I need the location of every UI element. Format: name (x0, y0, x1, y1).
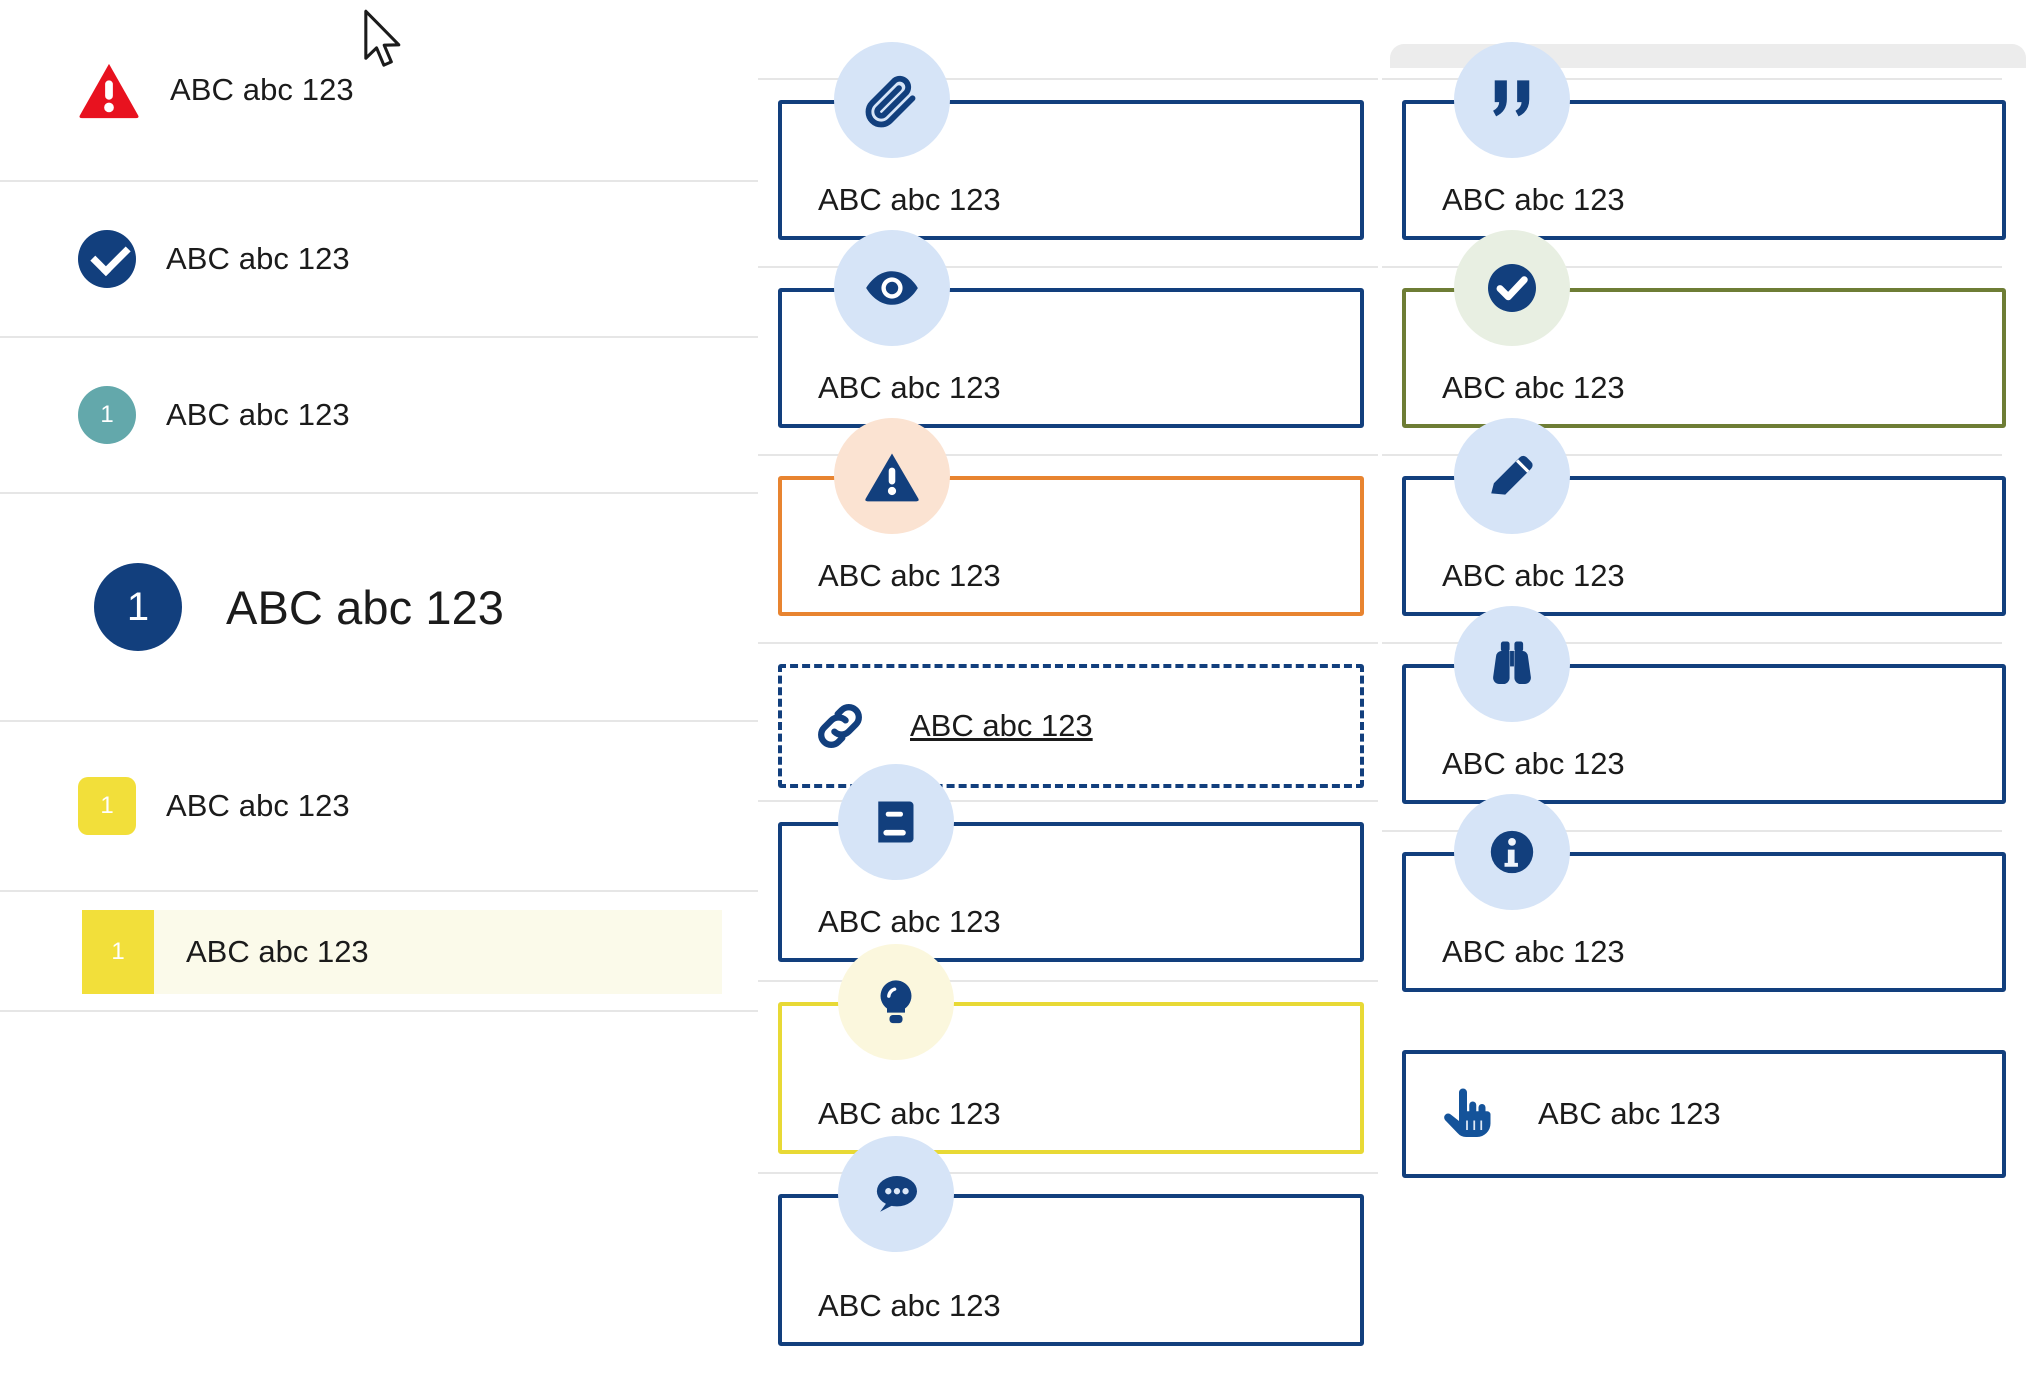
book-icon-badge (838, 764, 954, 880)
warning-triangle-icon (865, 453, 919, 502)
number-badge-circle: 1 (78, 386, 136, 444)
divider (758, 642, 1378, 644)
card-label: ABC abc 123 (1442, 558, 1625, 593)
sidebar-item-label: ABC abc 123 (166, 788, 350, 823)
sidebar-item-label: ABC abc 123 (226, 580, 505, 634)
check-circle-icon (78, 230, 136, 288)
divider (1382, 266, 2002, 268)
quote-marks-icon (1493, 80, 1530, 117)
warning-triangle-icon (79, 63, 139, 119)
card-label: ABC abc 123 (818, 1096, 1001, 1131)
number-badge-square: 1 (78, 777, 136, 835)
eye-icon (866, 271, 918, 305)
number-badge-circle: 1 (94, 563, 182, 651)
divider (758, 980, 1378, 982)
card-label: ABC abc 123 (818, 182, 1001, 217)
divider (1382, 454, 2002, 456)
card-label: ABC abc 123 (818, 370, 1001, 405)
paperclip-icon (865, 75, 916, 128)
number-badge-square: 1 (82, 910, 154, 994)
card-label: ABC abc 123 (818, 1288, 1001, 1323)
lightbulb-icon-badge (838, 944, 954, 1060)
pencil-icon-badge (1454, 418, 1570, 534)
paperclip-icon-badge (834, 42, 950, 158)
divider (758, 800, 1378, 802)
sidebar-item-step-teal[interactable]: 1 ABC abc 123 (0, 338, 758, 494)
sidebar-item-alert-error[interactable]: ABC abc 123 (0, 0, 758, 182)
check-circle-icon-badge (1454, 230, 1570, 346)
card-link[interactable]: ABC abc 123 (778, 664, 1364, 788)
binoculars-icon-badge (1454, 606, 1570, 722)
highlight-background (82, 910, 722, 994)
divider (758, 266, 1378, 268)
divider (758, 1172, 1378, 1174)
book-icon (878, 801, 914, 843)
card-action-inner: ABC abc 123 (1406, 1054, 2002, 1174)
speech-bubble-icon-badge (838, 1136, 954, 1252)
card-label: ABC abc 123 (1538, 1096, 1721, 1131)
binoculars-icon (1493, 641, 1531, 685)
sidebar-item-alert-success[interactable]: ABC abc 123 (0, 182, 758, 338)
info-circle-icon-badge (1454, 794, 1570, 910)
pencil-icon (1491, 455, 1533, 495)
card-label: ABC abc 123 (1442, 934, 1625, 969)
divider (758, 454, 1378, 456)
sidebar-item-label: ABC abc 123 (166, 241, 350, 276)
card-label: ABC abc 123 (1442, 182, 1625, 217)
divider (758, 78, 1378, 80)
card-link-inner: ABC abc 123 (782, 668, 1360, 784)
eye-icon-badge (834, 230, 950, 346)
divider (1382, 642, 2002, 644)
hand-pointer-icon (1444, 1088, 1491, 1137)
card-label: ABC abc 123 (1442, 746, 1625, 781)
sidebar-item-label: ABC abc 123 (166, 397, 350, 432)
warning-triangle-icon-badge (834, 418, 950, 534)
lightbulb-icon (880, 980, 912, 1024)
sidebar-item-label: ABC abc 123 (170, 72, 354, 107)
sidebar: ABC abc 123 ABC abc 123 1 ABC abc 123 1 … (0, 0, 758, 1392)
card-action[interactable]: ABC abc 123 (1402, 1050, 2006, 1178)
card-label: ABC abc 123 (818, 558, 1001, 593)
card-label: ABC abc 123 (818, 904, 1001, 939)
sidebar-item-label: ABC abc 123 (186, 934, 369, 969)
sidebar-item-step-yellow[interactable]: 1 ABC abc 123 (0, 722, 758, 892)
speech-bubble-icon (876, 1176, 917, 1212)
link-chain-icon (818, 704, 862, 748)
sidebar-item-step-highlighted[interactable]: 1 ABC abc 123 (0, 892, 758, 1012)
divider (1382, 78, 2002, 80)
sidebar-item-step-navy-big[interactable]: 1 ABC abc 123 (0, 494, 758, 722)
info-circle-icon (1490, 830, 1534, 874)
check-circle-icon (1488, 264, 1536, 312)
card-label: ABC abc 123 (1442, 370, 1625, 405)
quote-marks-icon-badge (1454, 42, 1570, 158)
divider (1382, 830, 2002, 832)
card-label[interactable]: ABC abc 123 (910, 708, 1093, 743)
